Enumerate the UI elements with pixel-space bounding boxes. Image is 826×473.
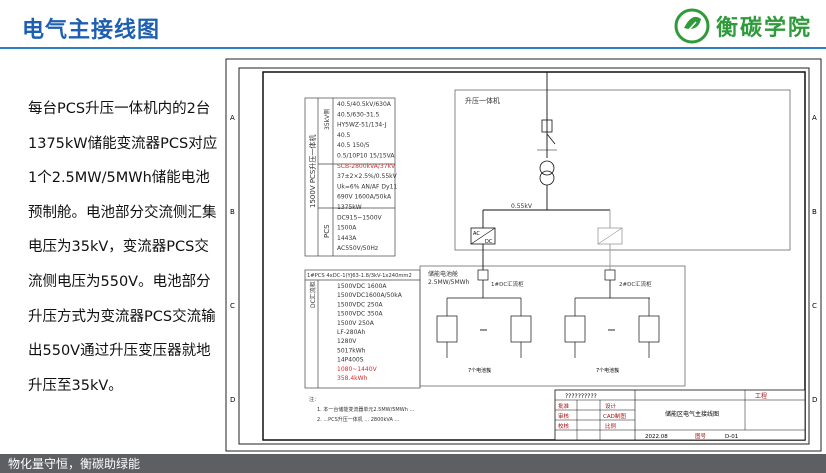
- title-block-drawing-name: 储能区电气主接线图: [665, 410, 719, 418]
- battery-cluster: [436, 298, 660, 358]
- title-divider: [0, 47, 826, 49]
- spec-value: 5017kWh: [337, 347, 366, 354]
- title-block-row: 比例: [605, 422, 617, 430]
- electrical-drawing: A B C D A B C D 1500V PCS升压一体机 35kV侧 PCS…: [225, 58, 822, 452]
- spec-value: 1375kW: [337, 204, 362, 211]
- border-letter: A: [230, 114, 235, 122]
- lower-spec-list: 1500VDC 1600A 1500VDC1600A/50kA 1500VDC 25…: [337, 283, 403, 382]
- border-letter: D: [230, 396, 235, 404]
- upper-pcs-label: PCS: [323, 224, 331, 238]
- title-block-row: 校核: [558, 422, 570, 430]
- title-block-row: 批准: [558, 402, 570, 410]
- spec-value: LF-280Ah: [337, 329, 366, 336]
- battery-capacity-label: 2.5MW/5MWh: [428, 279, 470, 286]
- lv-voltage-label: 0.55kV: [511, 203, 533, 210]
- title-block-row: CAD制图: [603, 412, 626, 420]
- spec-value: 1080~1440V: [337, 366, 378, 373]
- battery-cabin-label: 储能电池舱: [428, 270, 458, 278]
- lower-header: 1#PCS 4xDC-1(YJ63-1.8/3kV-1x240mm2: [307, 273, 412, 279]
- border-letter: B: [230, 208, 235, 216]
- dc-combiner-1-label: 1#DC汇流柜: [491, 280, 524, 288]
- footer-slogan: 物化量守恒，衡碳助绿能: [8, 457, 141, 471]
- spec-value: HY5WZ-51/134-J: [337, 122, 387, 129]
- border-letter: A: [812, 114, 817, 122]
- spec-value: SCB-2800kVA/37kV: [337, 163, 396, 170]
- spec-value: 1500VDC 250A: [337, 301, 384, 308]
- title-block-row: 审核: [558, 412, 570, 420]
- logo: 衡碳学院: [674, 6, 812, 46]
- dc-combiner-2-label: 2#DC汇流柜: [619, 280, 652, 288]
- border-letter: B: [812, 208, 817, 216]
- spec-value: 40.5 150/5: [337, 142, 370, 149]
- description-text: 每台PCS升压一体机内的2台1375kW储能变流器PCS对应1个2.5MW/5M…: [28, 101, 218, 394]
- ac-label: AC: [473, 231, 480, 237]
- spec-value: 1443A: [337, 235, 357, 242]
- spec-value: 1500VDC 350A: [337, 311, 384, 318]
- title-block-row: 设计: [605, 402, 617, 410]
- leaf-logo-icon: [674, 8, 710, 44]
- title-block-company: ??????????: [565, 393, 597, 400]
- border-letter: D: [812, 396, 817, 404]
- title-block-project: 工程: [755, 392, 767, 400]
- main-wiring-diagram: A B C D A B C D 1500V PCS升压一体机 35kV侧 PCS…: [225, 58, 822, 452]
- upper-35kv-label: 35kV侧: [323, 109, 331, 130]
- footer-bar: 物化量守恒，衡碳助绿能: [0, 454, 826, 473]
- notes-line: 注：: [309, 396, 319, 403]
- transformer-winding-icon: [539, 160, 555, 176]
- spec-value: 40.5: [337, 132, 351, 139]
- cluster-count-label: 7个电池簇: [468, 367, 491, 374]
- notes-line: 2. ...PCS升压一体机 ... 2800kVA ...: [317, 416, 400, 423]
- spec-value: 1500V 250A: [337, 320, 375, 327]
- title-block-date: 2022.08: [645, 434, 668, 440]
- spec-value: 358.4kWh: [337, 375, 368, 382]
- integrated-unit-label: 升压一体机: [465, 96, 500, 105]
- spec-value: 1500A: [337, 225, 357, 232]
- notes-line: 1. 本一台储能变流器单元2.5MW/5MWh ...: [317, 406, 415, 413]
- spec-value: 40.5/630-31.5: [337, 111, 380, 118]
- border-letter: C: [812, 302, 817, 310]
- dc-label: DC: [485, 239, 493, 245]
- spec-value: 1280V: [337, 338, 357, 345]
- spec-value: DC915~1500V: [337, 214, 383, 221]
- cluster-count-label: 7个电池簇: [596, 367, 619, 374]
- spec-value: Uk=6% AN/AF Dy11: [337, 183, 397, 190]
- spec-value: 1500VDC1600A/50kA: [337, 292, 403, 299]
- border-letter: C: [230, 302, 235, 310]
- upper-spec-list: 40.5/40.5kV/630A 40.5/630-31.5HY5WZ-51/13…: [337, 101, 398, 252]
- spec-value: 1500VDC 1600A: [337, 283, 387, 290]
- upper-group-label: 1500V PCS升压一体机: [308, 135, 317, 208]
- spec-value: 0.5/10P10 15/15VA: [337, 153, 395, 160]
- spec-value: 690V 1600A/50kA: [337, 194, 392, 201]
- lower-dc-label: DC汇流柜: [309, 281, 317, 308]
- spec-value: 37±2×2.5%/0.55kV: [337, 173, 398, 180]
- logo-text: 衡碳学院: [715, 16, 812, 41]
- title-block-drawing-no-label: 图号: [695, 432, 707, 440]
- title-block-drawing-no: D-01: [725, 434, 738, 440]
- slide-title: 电气主接线图: [22, 18, 161, 43]
- spec-value: AC550V/50Hz: [337, 245, 378, 252]
- spec-value: 40.5/40.5kV/630A: [337, 101, 392, 108]
- spec-value: 14P400S: [337, 357, 364, 364]
